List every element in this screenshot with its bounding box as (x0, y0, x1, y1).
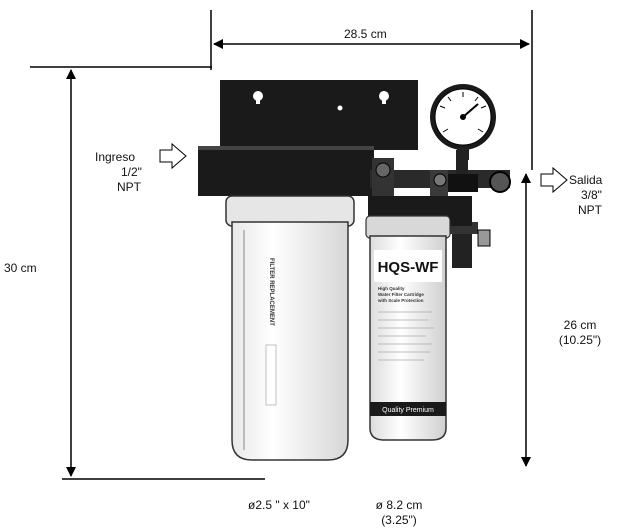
height-total-label: 30 cm (4, 261, 37, 275)
cartridge-desc-3: with Scale Protection (377, 298, 424, 303)
housing-label: FILTER REPLACEMENT (268, 258, 274, 326)
outlet-arrow-icon (540, 166, 568, 194)
outlet-thread: NPT (578, 203, 602, 217)
cartridge-badge: Quality Premium (382, 407, 434, 414)
pressure-gauge-icon (430, 84, 496, 160)
outlet-label: Salida (569, 173, 603, 187)
filter-head (198, 146, 374, 196)
cartridge-diameter-label-2: (3.25") (381, 513, 417, 527)
inlet-thread: NPT (117, 180, 141, 194)
mounting-plate (220, 80, 418, 150)
inlet-label: Ingreso (95, 150, 136, 164)
height-filter-label-2: (10.25") (558, 333, 602, 347)
outlet-size: 3/8" (581, 188, 602, 202)
filter-system-illustration: FILTER REPLACEMENT HQS-WF High Quality W… (198, 80, 511, 461)
cartridge-desc-2: Water Filter Cartridge (378, 292, 424, 297)
cartridge-model: HQS-WF (378, 259, 439, 276)
inlet-arrow-icon (159, 142, 187, 170)
height-filter-label-1: 26 cm (563, 318, 597, 332)
width-label: 28.5 cm (344, 27, 387, 41)
width-dimension (210, 10, 533, 170)
cartridge-diameter-label-1: ø 8.2 cm (375, 498, 423, 512)
cartridge-desc-1: High Quality (378, 286, 405, 291)
height-total-dimension (30, 66, 265, 480)
inlet-size: 1/2" (121, 165, 142, 179)
filter-housing: FILTER REPLACEMENT (225, 195, 355, 461)
housing-diameter-label: ø2.5 " x 10" (248, 498, 310, 512)
filter-cartridge: HQS-WF High Quality Water Filter Cartrid… (365, 215, 451, 441)
